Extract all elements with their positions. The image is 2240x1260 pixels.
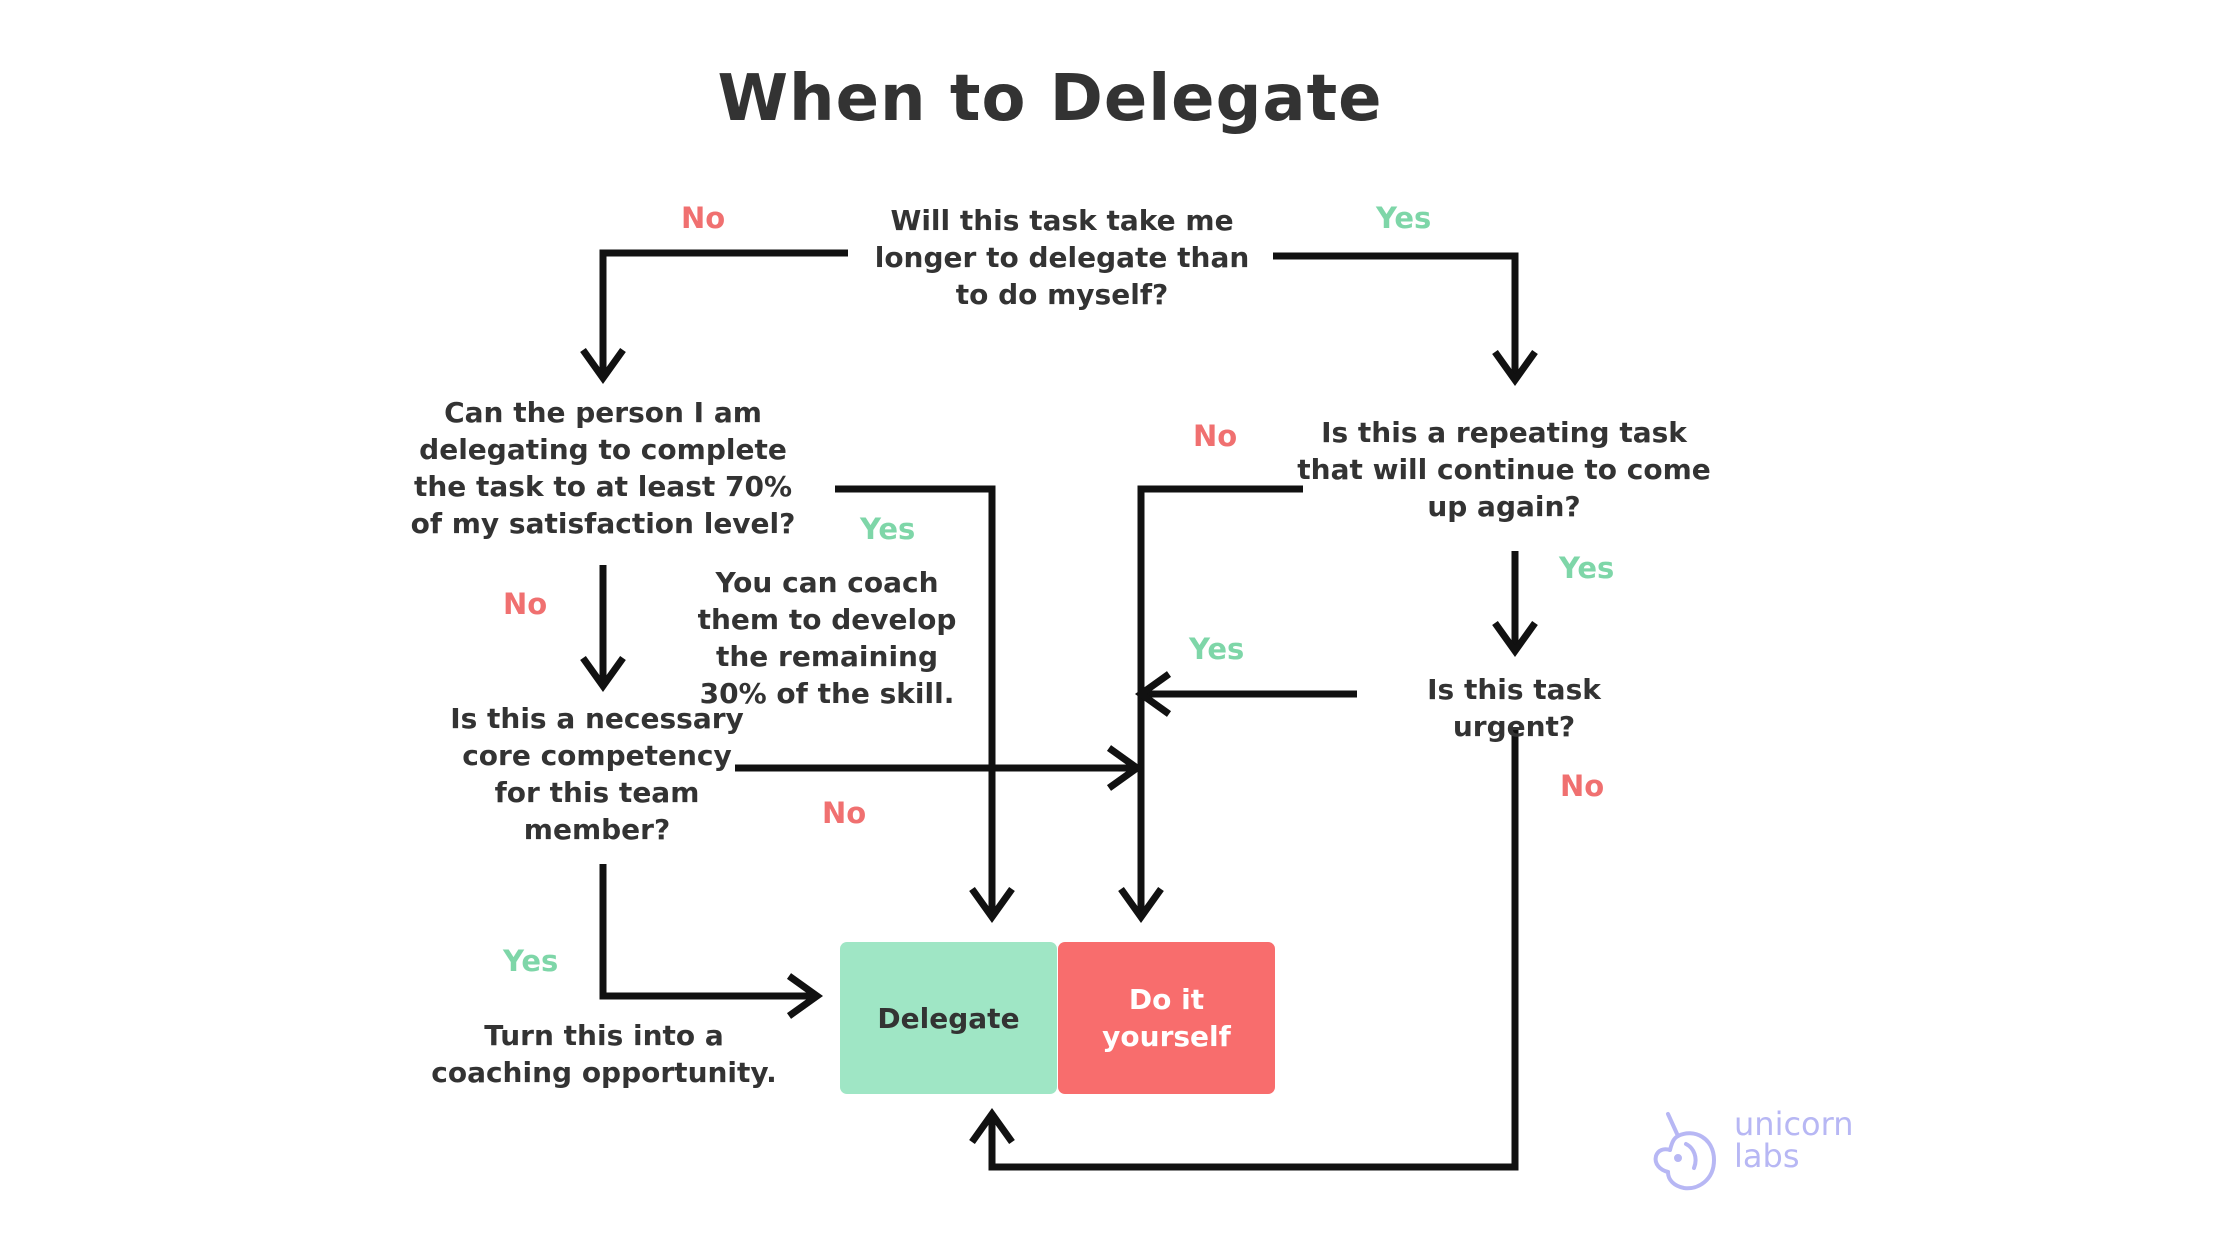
arrow-q2-yes: [835, 485, 996, 917]
question-longer-to-delegate: Will this task take me longer to delegat…: [874, 204, 1250, 311]
arrowhead-q4-no: [1106, 745, 1144, 791]
note-coaching-opportunity: Turn this into a coaching opportunity.: [431, 1019, 777, 1089]
outcome-do-it-yourself-label: Do it yourself: [1102, 983, 1231, 1053]
label-q5-yes: Yes: [1189, 632, 1245, 666]
question-repeating-task: Is this a repeating task that will conti…: [1297, 416, 1711, 523]
label-q5-no: No: [1560, 769, 1605, 803]
arrowhead-q3-yes: [1492, 620, 1538, 658]
label-q2-no: No: [503, 587, 548, 621]
logo-wordmark: unicorn labs: [1734, 1108, 1854, 1172]
unicorn-head-icon: [1653, 1112, 1716, 1191]
arrow-q4-yes: [599, 864, 817, 1000]
outcome-delegate: Delegate: [840, 942, 1057, 1094]
outcome-do-it-yourself: Do it yourself: [1058, 942, 1275, 1094]
arrowhead-q1-yes: [1492, 349, 1538, 387]
question-task-urgent: Is this task urgent?: [1427, 673, 1601, 743]
question-person-can-complete: Can the person I am delegating to comple…: [410, 396, 796, 540]
outcome-delegate-label: Delegate: [877, 1001, 1020, 1035]
label-q4-no: No: [822, 796, 867, 830]
logo-line-unicorn: unicorn: [1734, 1105, 1854, 1143]
logo-line-labs: labs: [1734, 1137, 1800, 1175]
arrowhead-q2-yes: [969, 886, 1015, 924]
page-title: When to Delegate: [717, 62, 1383, 136]
label-q3-no: No: [1193, 419, 1238, 453]
arrow-q3-no: [1137, 485, 1303, 917]
arrow-q5-no: [988, 728, 1519, 1171]
label-q3-yes: Yes: [1559, 551, 1615, 585]
arrowhead-q3-no: [1118, 886, 1164, 924]
unicorn-labs-logo: unicorn labs: [1648, 1108, 1860, 1192]
note-coach-remaining: You can coach them to develop the remain…: [697, 566, 957, 710]
arrowhead-q5-no: [969, 1107, 1015, 1145]
arrow-q1-yes: [1273, 252, 1519, 380]
arrowhead-q4-yes: [786, 973, 824, 1019]
arrowhead-q5-yes: [1134, 671, 1172, 717]
question-core-competency: Is this a necessary core competency for …: [450, 702, 744, 846]
label-q1-no: No: [681, 201, 726, 235]
arrow-q1-no: [599, 249, 848, 378]
label-q2-yes: Yes: [860, 512, 916, 546]
label-q4-yes: Yes: [503, 944, 559, 978]
arrowhead-q1-no: [580, 347, 626, 385]
label-q1-yes: Yes: [1376, 201, 1432, 235]
arrowhead-q2-no: [580, 655, 626, 693]
